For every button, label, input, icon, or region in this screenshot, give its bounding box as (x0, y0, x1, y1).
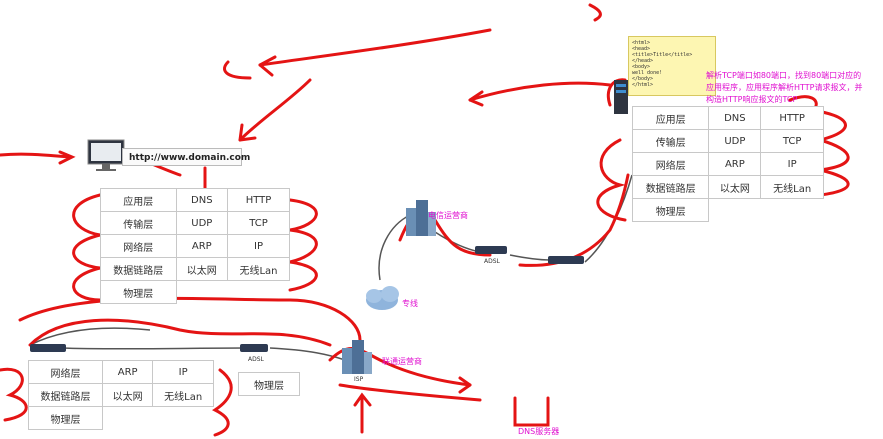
html-note-line: </head> (632, 58, 654, 64)
protocol-cell: ARP (175, 234, 228, 258)
annotation-line: 解析TCP端口如80端口，找到80端口对应的 (706, 71, 862, 80)
layer-row: 物理层 (100, 280, 290, 304)
protocol-cell: ARP (101, 360, 154, 384)
adsl-top-label: ADSL (484, 258, 500, 265)
annotation-line: 应用程序，应用程序解析HTTP请求报文，并 (706, 83, 863, 92)
layer-name: 网络层 (28, 360, 103, 384)
url-bar: http://www.domain.com (122, 148, 250, 166)
layer-row: 数据链路层以太网无线Lan (28, 383, 214, 407)
layer-name: 传输层 (100, 211, 177, 235)
unicom-label: 联通运营商 (382, 357, 422, 366)
isp-building-icon (342, 340, 372, 374)
isp-physical-layer: 物理层 (238, 372, 300, 396)
protocol-cell: IP (226, 234, 291, 258)
protocol-cell: UDP (175, 211, 228, 235)
annotation-line: 构造HTTP响应报文的TCP (706, 95, 798, 104)
protocol-cell: TCP (226, 211, 291, 235)
protocol-cell: DNS (708, 106, 762, 130)
computer-icon (87, 139, 125, 171)
layer-name: 物理层 (100, 280, 177, 304)
building-icon (406, 200, 436, 236)
protocol-cell: 以太网 (101, 383, 154, 407)
dns-server-label: DNS服务器 (518, 427, 560, 436)
layer-name: 数据链路层 (631, 175, 710, 199)
protocol-cell: IP (152, 360, 214, 384)
protocol-cell: UDP (708, 129, 762, 153)
protocol-cell: ARP (708, 152, 762, 176)
protocol-cell: 无线Lan (226, 257, 291, 281)
telecom-label: 电信运营商 (428, 211, 468, 220)
protocol-cell: HTTP (226, 188, 291, 212)
layer-name: 物理层 (631, 198, 710, 222)
html-note-line: </body> (632, 76, 654, 82)
isp-label: ISP (354, 376, 364, 383)
layer-row: 物理层 (631, 198, 824, 222)
layer-row: 数据链路层以太网无线Lan (100, 257, 291, 281)
server-icon (614, 80, 628, 114)
protocol-cell: 无线Lan (760, 175, 824, 199)
html-note: <html><head><title>Title</title></head><… (628, 36, 716, 96)
adsl-bottom-label: ADSL (248, 356, 264, 363)
layer-cell: 物理层 (238, 372, 300, 396)
cloud-icon (366, 286, 399, 310)
layer-name: 应用层 (631, 106, 710, 130)
layer-row: 物理层 (28, 406, 214, 430)
html-note-line: <body> (632, 64, 651, 70)
protocol-cell: HTTP (760, 106, 824, 130)
layer-row: 数据链路层以太网无线Lan (631, 175, 824, 199)
html-note-line: well done! (632, 70, 663, 76)
annotation-text: 解析TCP端口如80端口，找到80端口对应的 应用程序，应用程序解析HTTP请求… (706, 70, 883, 106)
leased-line-label: 专线 (402, 299, 418, 308)
layer-name: 传输层 (631, 129, 710, 153)
protocol-cell: 无线Lan (152, 383, 214, 407)
protocol-cell: 以太网 (708, 175, 762, 199)
html-note-line: <title>Title</title> (632, 52, 693, 58)
protocol-cell: IP (760, 152, 824, 176)
html-note-line: <html> (632, 40, 651, 46)
html-note-line: </html> (632, 82, 654, 88)
modem-icon (30, 246, 584, 352)
protocol-cell: TCP (760, 129, 824, 153)
layer-name: 数据链路层 (28, 383, 103, 407)
layer-name: 网络层 (631, 152, 710, 176)
layer-name: 网络层 (100, 234, 177, 258)
layer-name: 物理层 (28, 406, 103, 430)
protocol-cell: DNS (175, 188, 228, 212)
layer-name: 数据链路层 (100, 257, 177, 281)
layer-name: 应用层 (100, 188, 177, 212)
html-note-line: <head> (632, 46, 651, 52)
protocol-cell: 以太网 (175, 257, 228, 281)
